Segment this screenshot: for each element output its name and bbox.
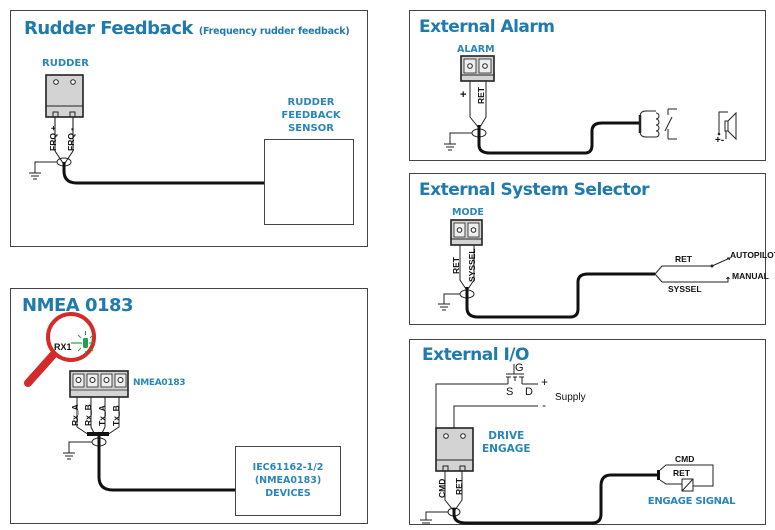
drive-engage-line-1: DRIVE — [488, 430, 525, 442]
ground-icon — [420, 519, 432, 524]
pin-label-frq-minus: FRQ - — [66, 127, 76, 151]
pin-label-tx-b: Tx_B — [111, 405, 121, 426]
rx1-indicator-label: RX1 — [54, 342, 72, 352]
alarm-wiring-diagram — [444, 55, 737, 155]
drive-engage-connector — [435, 427, 474, 472]
alarm-pin-ret-label: RET — [476, 87, 486, 104]
selector-wiring-diagram — [438, 219, 731, 319]
selector-switch-icon — [654, 257, 731, 283]
buzzer-icon — [717, 111, 737, 141]
drive-engage-label: DRIVE ENGAGE — [482, 430, 531, 456]
alarm-pin-plus-label: + — [460, 89, 467, 101]
device-label-line-2: (NMEA0183) — [254, 475, 322, 486]
nmea-0183-panel: NMEA 0183 — [10, 288, 368, 524]
relay-icon — [638, 108, 677, 140]
switch-syssel-label: SYSSEL — [668, 284, 702, 294]
selector-title: External System Selector — [419, 180, 650, 200]
supply-minus-label: - — [542, 398, 546, 412]
sensor-label-line-1: RUDDER — [287, 97, 335, 108]
magnifier-icon — [24, 312, 96, 387]
pin-label-frq-plus: FRQ + — [48, 125, 58, 151]
mode-pin-syssel-label: SYSSEL — [467, 248, 477, 282]
alarm-connector — [460, 55, 495, 82]
fet-source-label: S — [506, 386, 514, 398]
fet-gate-label: G — [515, 362, 524, 374]
nmea-devices-box — [235, 446, 341, 516]
nmea-devices-label: IEC61162-1/2 (NMEA0183) DEVICES — [235, 461, 341, 500]
shield-ground-wire — [34, 161, 57, 173]
rudder-sensor-box — [264, 139, 354, 225]
engage-signal-label: ENGAGE SIGNAL — [647, 496, 736, 507]
alarm-connector-label: ALARM — [457, 44, 495, 55]
io-cable — [452, 473, 658, 525]
switch-ret-label: RET — [675, 254, 692, 264]
rudder-title-text: Rudder Feedback — [24, 18, 193, 39]
engage-ret-label: RET — [673, 468, 690, 478]
selector-cable — [465, 272, 655, 319]
nmea-connector-label: NMEA0183 — [133, 378, 186, 388]
nmea-wiring-diagram — [24, 312, 236, 492]
rudder-feedback-title: Rudder Feedback (Frequency rudder feedbac… — [24, 18, 350, 39]
device-label-line-3: DEVICES — [265, 488, 311, 499]
mode-pin-ret-label: RET — [451, 257, 461, 274]
io-pin-ret-label: RET — [454, 478, 464, 495]
alarm-cable — [477, 121, 640, 155]
drive-engage-line-2: ENGAGE — [482, 443, 531, 455]
mode-connector — [450, 219, 483, 246]
ground-icon — [438, 303, 450, 311]
rudder-feedback-panel: Rudder Feedback (Frequency rudder feedbac… — [10, 10, 368, 247]
pin-label-rx-a: Rx_A — [70, 404, 80, 426]
ground-icon — [444, 143, 456, 151]
led-indicator-icon — [71, 331, 94, 355]
device-label-line-1: IEC61162-1/2 — [252, 462, 324, 473]
rudder-cable — [62, 162, 265, 185]
engage-signal-icon — [657, 464, 714, 492]
rudder-connector — [45, 74, 84, 118]
nmea-title: NMEA 0183 — [22, 295, 134, 316]
fet-drain-label: D — [525, 386, 533, 398]
rudder-connector-label: RUDDER — [42, 58, 89, 69]
buzzer-polarity-label: +- — [715, 135, 725, 146]
io-pin-cmd-label: CMD — [437, 478, 447, 498]
rudder-subtitle: (Frequency rudder feedback) — [198, 26, 350, 37]
ground-icon — [29, 172, 41, 180]
rudder-sensor-label: RUDDER FEEDBACK SENSOR — [281, 96, 341, 135]
switch-autopilot-label: AUTOPILOT — [730, 250, 775, 260]
nmea-connector — [69, 370, 129, 398]
supply-plus-label: + — [541, 375, 549, 389]
selector-connector-label: MODE — [452, 207, 484, 218]
mosfet-icon — [435, 364, 538, 440]
supply-label: Supply — [555, 392, 586, 403]
ground-icon — [63, 452, 75, 460]
io-wiring-diagram — [420, 364, 714, 525]
pin-label-rx-b: Rx_B — [83, 404, 93, 426]
external-alarm-panel: External Alarm ALARM + RE — [409, 10, 766, 161]
external-io-panel: External I/O — [409, 339, 766, 525]
sensor-label-line-2: FEEDBACK — [281, 110, 341, 121]
pin-label-tx-a: Tx_A — [97, 405, 107, 426]
nmea-cable — [97, 436, 236, 492]
io-title: External I/O — [422, 345, 529, 365]
engage-cmd-label: CMD — [675, 454, 695, 464]
switch-manual-label: MANUAL — [732, 271, 769, 281]
sensor-label-line-3: SENSOR — [288, 123, 334, 134]
external-system-selector-panel: External System Selector MODE RET SYSSEL… — [409, 173, 775, 325]
alarm-title: External Alarm — [419, 17, 555, 37]
